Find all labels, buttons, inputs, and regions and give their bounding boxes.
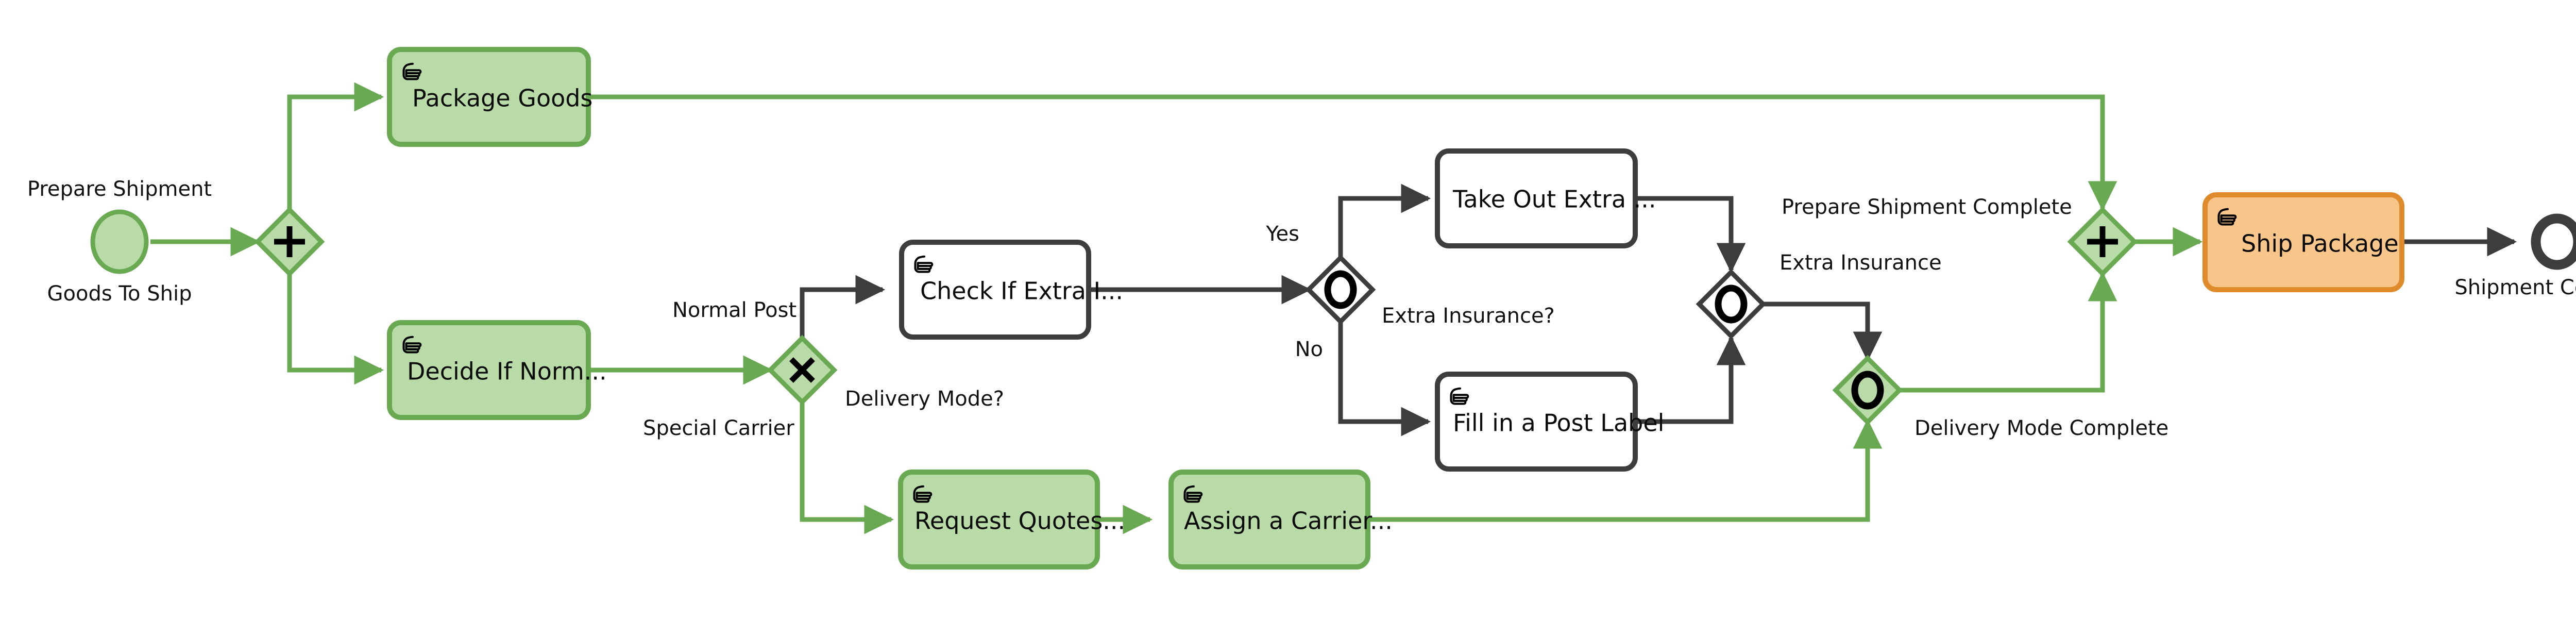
gateway-delivery-mode-complete-label: Delivery Mode Complete bbox=[1914, 416, 2168, 440]
hand-icon bbox=[2217, 208, 2237, 226]
gateway-extra-insurance-join[interactable] bbox=[1696, 269, 1767, 340]
task-package-goods-box[interactable] bbox=[387, 47, 591, 147]
hand-icon bbox=[402, 62, 422, 80]
gateway-delivery-mode-split[interactable] bbox=[767, 334, 838, 406]
flow-yes-take-out-extra bbox=[1338, 183, 1431, 258]
task-fill-in-a-post-label[interactable]: Fill in a Post Label bbox=[1435, 372, 1664, 472]
task-take-out-extra-insurance[interactable]: Take Out Extra ... bbox=[1435, 148, 1656, 248]
task-package-goods[interactable]: Package Goods bbox=[387, 47, 592, 147]
task-decide-box[interactable] bbox=[387, 320, 591, 420]
flow-assign-carrier-to-delivery-complete bbox=[1364, 418, 1883, 522]
task-request-quotes-box[interactable] bbox=[898, 470, 1100, 569]
end-event-shipment-complete[interactable] bbox=[2531, 213, 2576, 270]
end-event-label: Shipment Complete bbox=[2454, 276, 2576, 299]
flow-insurance-join-to-delivery-complete bbox=[1763, 301, 1883, 362]
gateway-extra-insurance-join-label: Extra Insurance bbox=[1780, 251, 1942, 275]
gateway-delivery-mode-complete[interactable] bbox=[1832, 355, 1903, 426]
hand-icon bbox=[914, 255, 934, 273]
task-decide-label: Decide If Norm... bbox=[407, 358, 607, 386]
gateway-extra-insurance-label: Extra Insurance? bbox=[1382, 304, 1555, 328]
event-circle-icon bbox=[1324, 270, 1357, 309]
hand-icon bbox=[402, 336, 422, 354]
task-fill-post-label: Fill in a Post Label bbox=[1453, 409, 1664, 437]
task-check-label: Check If Extra I... bbox=[920, 277, 1123, 305]
gateway-delivery-mode-label: Delivery Mode? bbox=[845, 387, 1004, 411]
task-fill-post-box[interactable] bbox=[1435, 372, 1638, 472]
flow-delivery-complete-to-parallel-join bbox=[1900, 271, 2117, 393]
task-request-quotes-label: Request Quotes... bbox=[914, 507, 1125, 535]
gateway-prepare-shipment-complete-label: Prepare Shipment Complete bbox=[1782, 195, 2072, 219]
start-event-label-above: Prepare Shipment bbox=[27, 177, 212, 201]
flow-package-goods-to-join bbox=[588, 94, 2117, 211]
flow-label-normal-post: Normal Post bbox=[672, 298, 796, 322]
hand-icon bbox=[1450, 387, 1469, 405]
end-event-circle[interactable] bbox=[2531, 213, 2576, 270]
task-check-if-extra-insurance[interactable]: Check If Extra I... bbox=[899, 240, 1123, 340]
flow-split-to-package-goods bbox=[287, 82, 384, 210]
flow-label-no: No bbox=[1295, 338, 1323, 361]
gateway-prepare-shipment-split[interactable] bbox=[254, 206, 325, 277]
task-assign-carrier-box[interactable] bbox=[1168, 470, 1370, 569]
flow-no-fill-post-label bbox=[1338, 322, 1431, 437]
gateway-prepare-shipment-complete[interactable] bbox=[2067, 206, 2138, 277]
task-take-out-box[interactable] bbox=[1435, 148, 1638, 248]
task-check-box[interactable] bbox=[899, 240, 1091, 340]
flow-fill-post-to-join bbox=[1635, 335, 1746, 424]
flow-label-special-carrier: Special Carrier bbox=[643, 416, 794, 440]
task-request-quotes[interactable]: Request Quotes... bbox=[898, 470, 1125, 569]
task-decide-if-normal-post[interactable]: Decide If Norm... bbox=[387, 320, 607, 420]
flow-split-to-decide bbox=[287, 274, 384, 385]
flow-label-yes: Yes bbox=[1265, 222, 1299, 246]
task-ship-package[interactable]: Ship Package bbox=[2202, 192, 2404, 292]
hand-icon bbox=[1183, 485, 1203, 503]
plus-icon bbox=[2087, 226, 2118, 257]
event-circle-icon bbox=[1851, 371, 1884, 410]
flow-special-carrier bbox=[800, 402, 894, 534]
plus-icon bbox=[274, 226, 305, 257]
start-event-goods-to-ship[interactable] bbox=[90, 209, 149, 274]
flow-take-out-to-join bbox=[1635, 196, 1746, 273]
event-circle-icon bbox=[1715, 284, 1748, 324]
hand-icon bbox=[913, 485, 933, 503]
sequence-flows bbox=[150, 82, 2517, 534]
task-take-out-label: Take Out Extra ... bbox=[1452, 186, 1656, 213]
gateway-extra-insurance-split[interactable] bbox=[1305, 254, 1376, 325]
start-event-label-below: Goods To Ship bbox=[47, 282, 192, 306]
flow-normal-post bbox=[800, 275, 886, 338]
task-package-goods-label: Package Goods bbox=[412, 85, 592, 112]
start-event-circle[interactable] bbox=[90, 209, 149, 274]
task-assign-a-carrier[interactable]: Assign a Carrier... bbox=[1168, 470, 1393, 569]
task-ship-package-label: Ship Package bbox=[2241, 230, 2399, 258]
x-icon bbox=[789, 357, 815, 383]
task-ship-package-box[interactable] bbox=[2202, 192, 2404, 292]
task-assign-carrier-label: Assign a Carrier... bbox=[1184, 507, 1393, 535]
